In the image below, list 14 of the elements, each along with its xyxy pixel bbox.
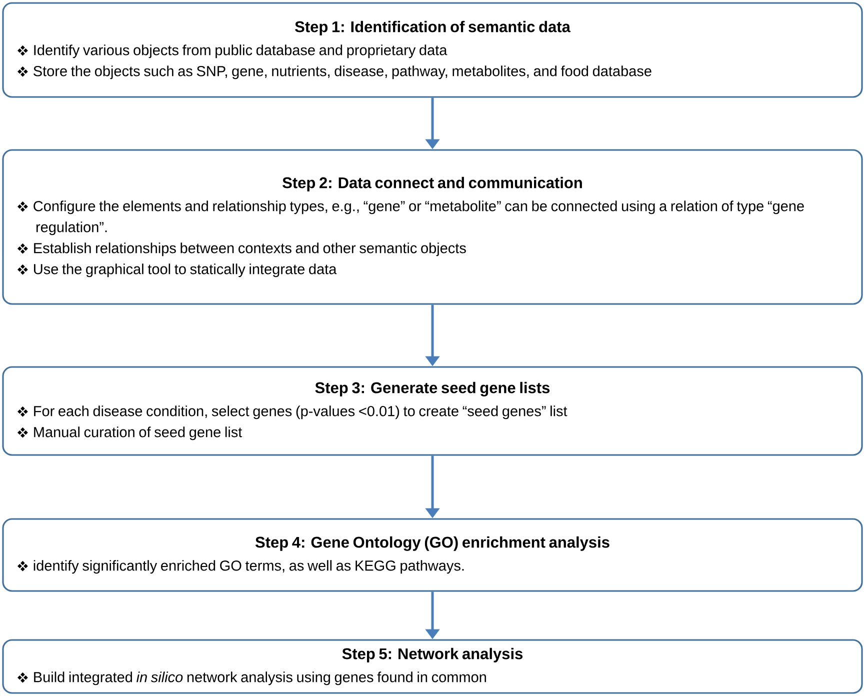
step-heading: Step 1: Identification of semantic data xyxy=(295,20,571,36)
step-heading: Step 2: Data connect and communication xyxy=(282,176,582,192)
bullet-text: Configure the elements and relationship types, e.g., “gene” or “metabolite” can be connected using a relation of type “gene regulation”. xyxy=(34,200,804,236)
bullet-text: identify significantly enriched GO terms, as well as KEGG pathways. xyxy=(34,560,464,574)
step-heading: Step 5: Network analysis xyxy=(342,648,523,662)
bullet-text: Build integrated in silico network analysis using genes found in common xyxy=(34,672,486,686)
bullet-text: Manual curation of seed gene list xyxy=(34,426,242,440)
step-heading: Step 4: Gene Ontology (GO) enrichment analysis xyxy=(255,536,610,551)
bullet-text: Use the graphical tool to statically integrate data xyxy=(34,264,337,278)
bullet-text: Identify various objects from public database and proprietary data xyxy=(34,44,448,58)
bullet-text: Establish relationships between contexts and other semantic objects xyxy=(34,242,466,256)
bullet-text: Store the objects such as SNP, gene, nutrients, disease, pathway, metabolites, and food database xyxy=(34,66,652,80)
bullet-text: For each disease condition, select genes (p-values <0.01) to create “seed genes” list xyxy=(34,406,568,420)
step-heading: Step 3: Generate seed gene lists xyxy=(315,382,550,396)
